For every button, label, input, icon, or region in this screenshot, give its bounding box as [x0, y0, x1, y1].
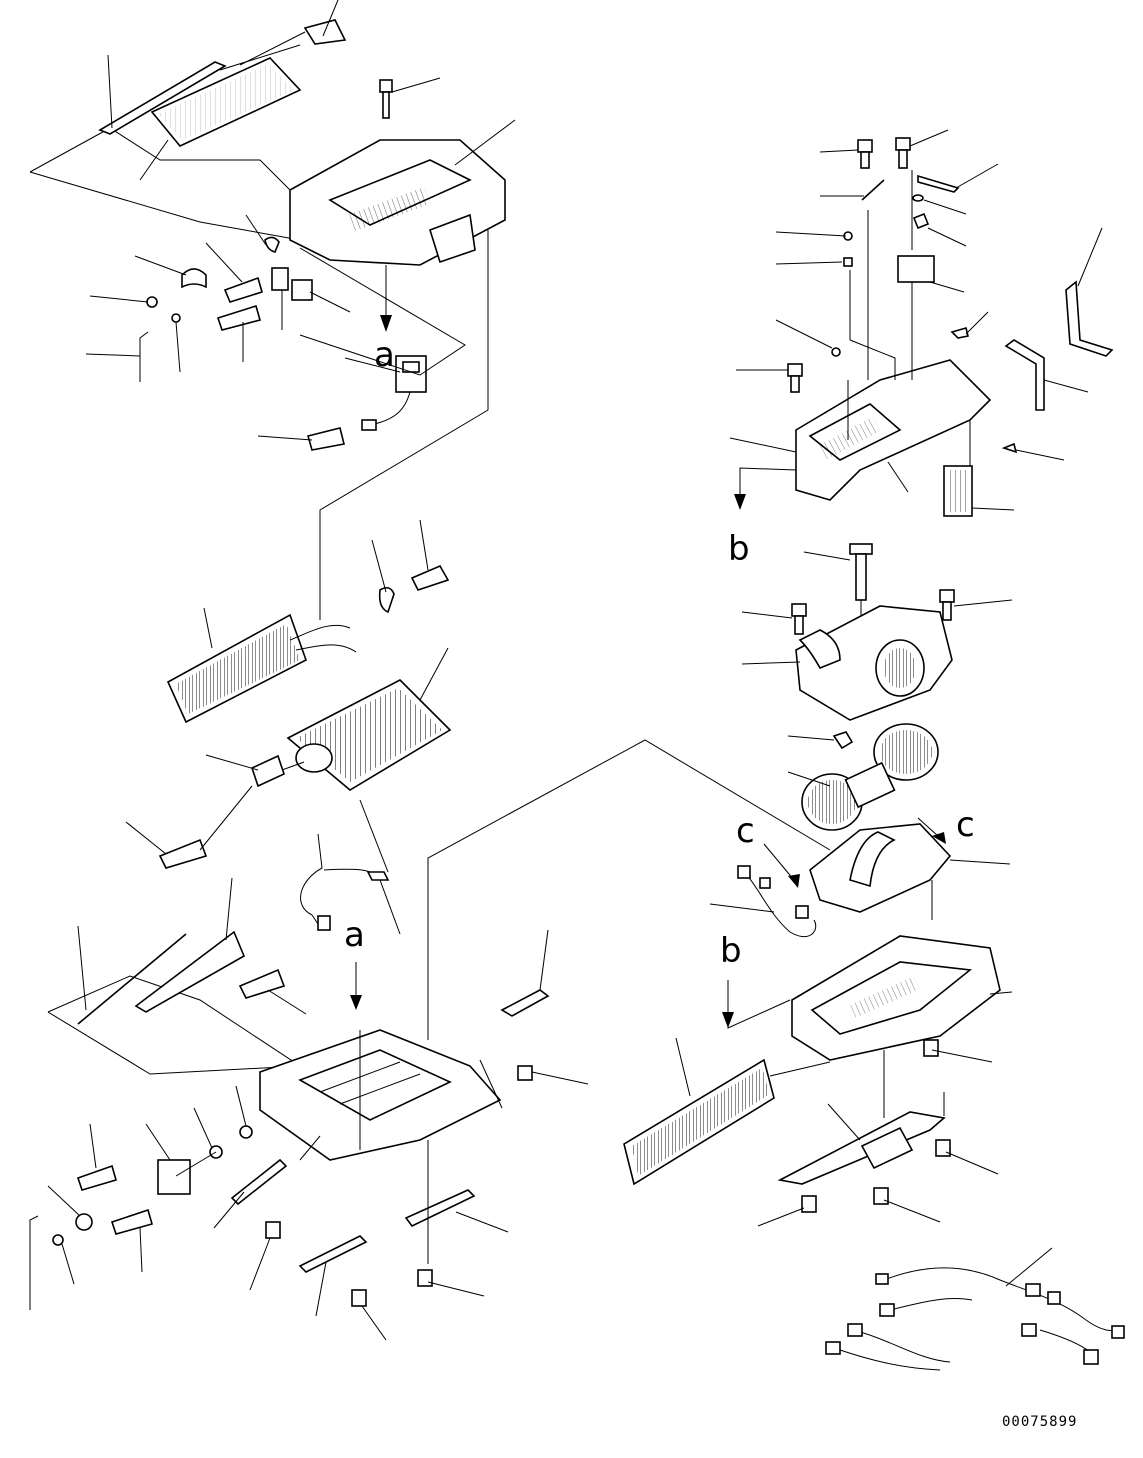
callout-a-bottom: a	[344, 915, 365, 955]
callout-a-top: a	[374, 335, 395, 375]
blower-base-assembly: b	[623, 931, 1125, 1371]
blower-assembly: c c	[709, 543, 1013, 938]
callout-c-left: c	[736, 811, 755, 851]
upper-blower-case: b	[728, 129, 1114, 569]
guide-line-upper	[319, 230, 489, 620]
core-assembly: a	[125, 519, 452, 1010]
callout-b-top: b	[728, 529, 750, 569]
callout-c-right: c	[956, 805, 975, 845]
lower-case-assembly	[29, 877, 589, 1341]
figure-reference-code: 00075899	[1002, 1414, 1077, 1430]
guide-line-lower	[427, 739, 831, 1040]
upper-case-assembly: a	[29, 0, 516, 451]
callout-b-bottom: b	[720, 931, 742, 971]
